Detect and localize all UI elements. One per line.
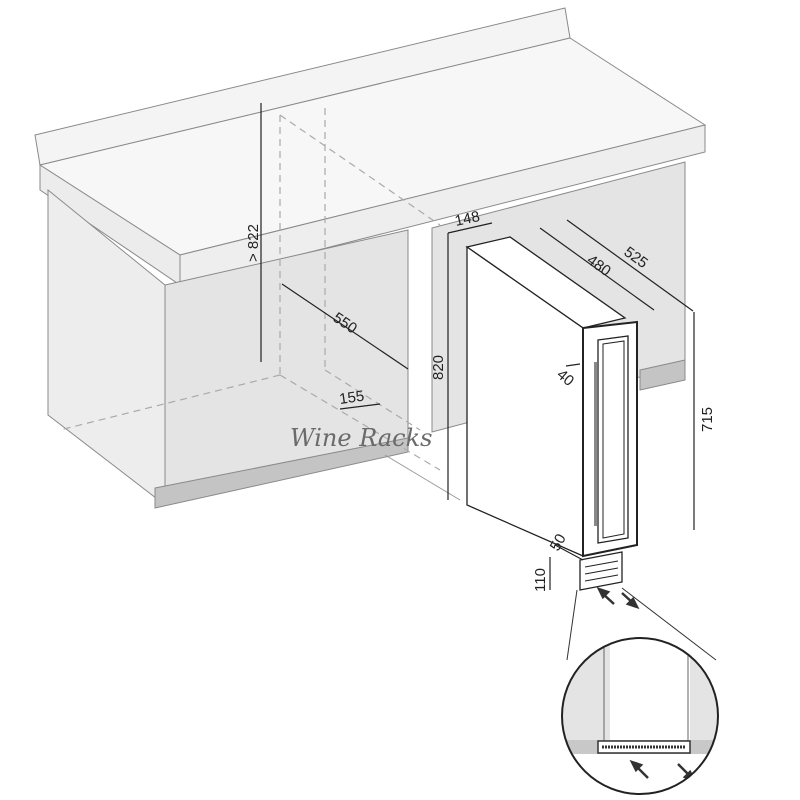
airflow-arrows bbox=[596, 586, 640, 610]
left-cabinet-plinth bbox=[154, 437, 409, 509]
dim-width: 148 bbox=[453, 208, 481, 230]
wine-cooler bbox=[465, 236, 638, 591]
detail-magnifier bbox=[561, 587, 719, 795]
dim-niche-width: 155 bbox=[338, 388, 365, 408]
dim-plinth-height: 110 bbox=[532, 568, 549, 592]
dim-cabinet-height: 820 bbox=[430, 355, 447, 380]
door-glass bbox=[602, 340, 625, 539]
dim-min-niche-height: > 822 bbox=[245, 224, 262, 262]
watermark: Wine Racks bbox=[290, 424, 432, 452]
door-handle bbox=[594, 362, 597, 526]
niche-outline bbox=[384, 454, 461, 501]
right-cabinet-plinth bbox=[639, 359, 686, 391]
dim-plinth-gap: 50 bbox=[547, 531, 570, 554]
dimension-lines bbox=[260, 103, 695, 590]
niche-hidden-lines bbox=[59, 108, 441, 471]
dim-body-height: 715 bbox=[699, 407, 716, 432]
